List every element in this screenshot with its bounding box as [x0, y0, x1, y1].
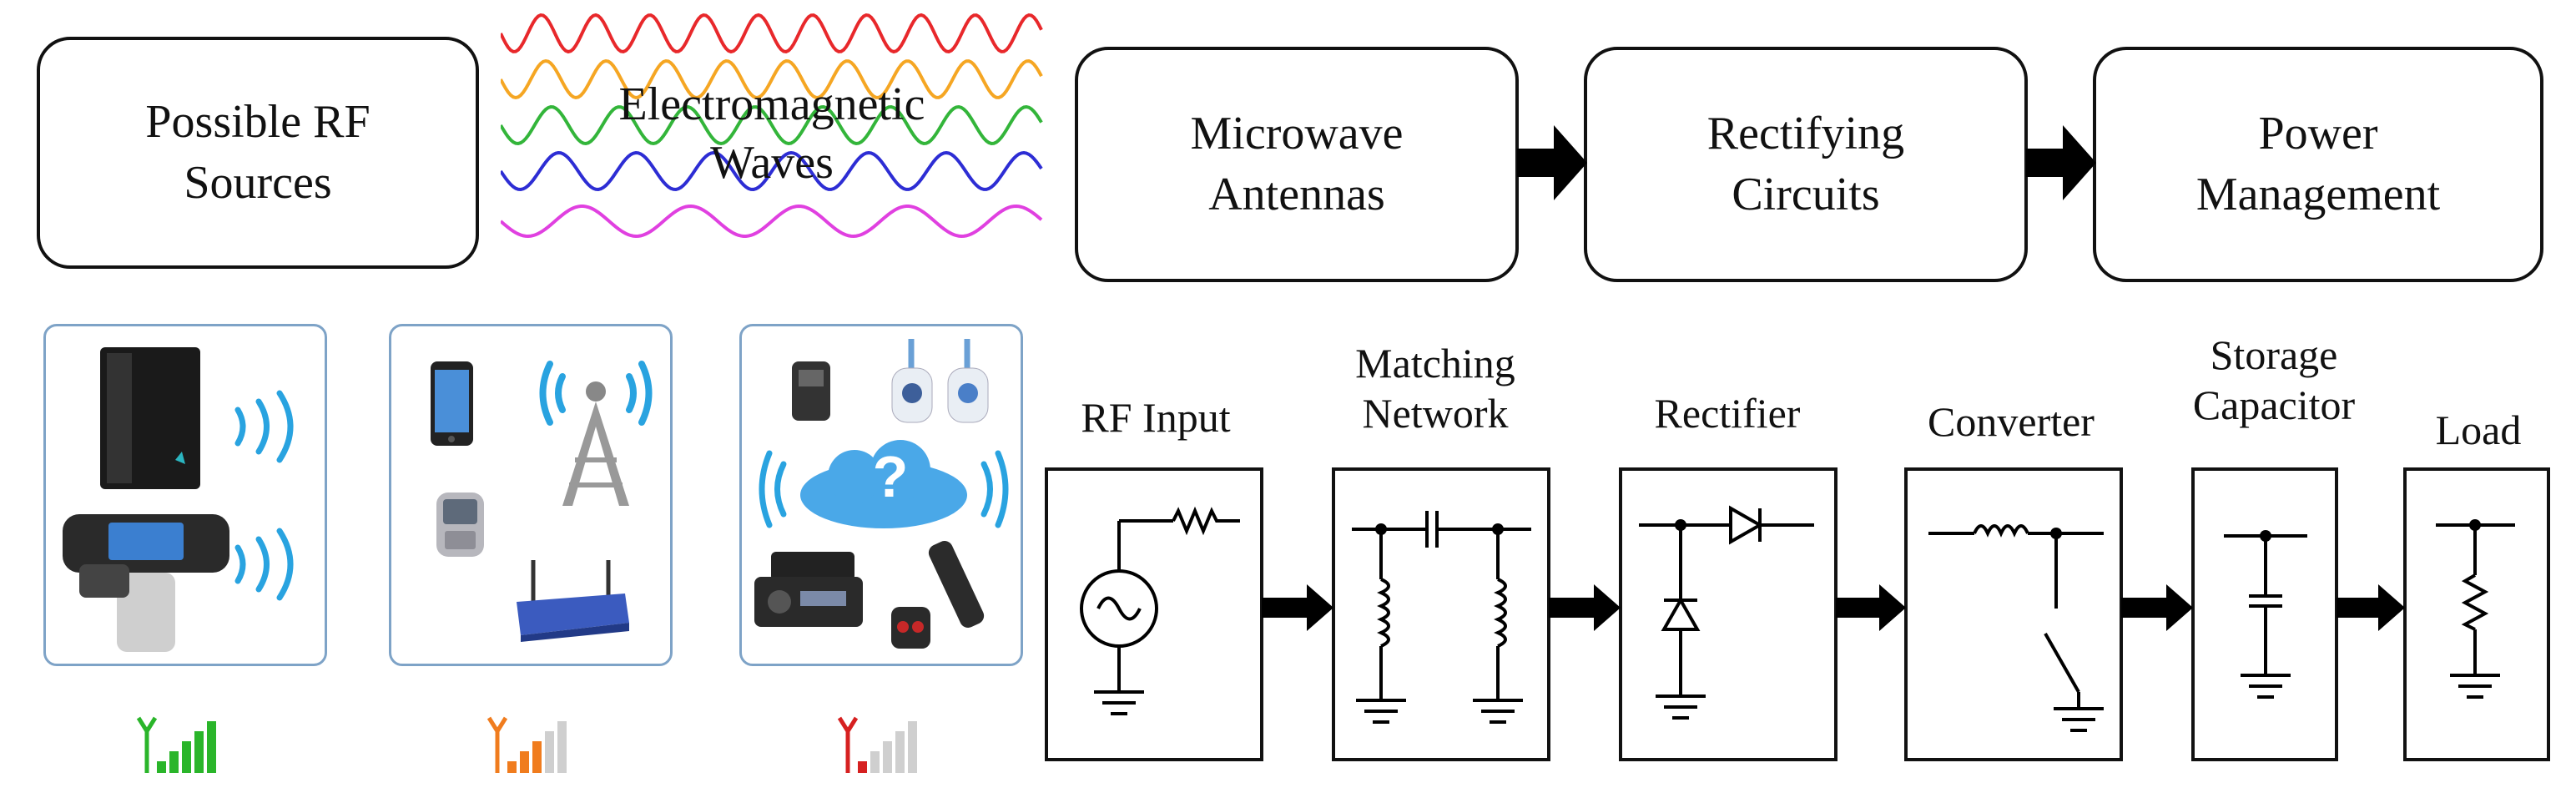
electromagnetic-waves-label: Electromagnetic Waves [501, 75, 1043, 192]
stage-4-line1: Storage [2210, 331, 2338, 378]
rf-reader-icon [100, 347, 200, 489]
cloud-unknown-icon [759, 440, 1009, 528]
load-circuit [2403, 467, 2550, 761]
source-panel-3: ? [739, 324, 1023, 666]
flow-1-line1: Rectifying [1706, 108, 1905, 160]
rectifier-circuit [1619, 467, 1837, 761]
power-management-box: Power Management [2093, 47, 2543, 282]
handheld-scanner-icon [63, 514, 229, 652]
signal-bar [520, 751, 529, 773]
signal-bar [182, 741, 191, 773]
flow-arrow-2 [2026, 125, 2096, 200]
flow-0-line2: Antennas [1208, 169, 1385, 220]
signal-strength-icon-3 [837, 716, 917, 773]
wave-green [501, 104, 1043, 146]
source-panel-1 [43, 324, 327, 666]
stage-label-matching-network: Matching Network [1327, 338, 1544, 438]
stage-arrow-5 [2337, 584, 2405, 631]
electromagnetic-waves-graphic [501, 13, 1043, 238]
stage-0-line1: RF Input [1081, 394, 1231, 441]
waves-line2: Waves [710, 137, 834, 189]
flow-2-line1: Power [2258, 108, 2378, 160]
flow-2-line2: Management [2195, 169, 2441, 220]
remote-icon [792, 361, 830, 421]
signal-bar [895, 731, 905, 773]
switch-icon [2044, 633, 2080, 693]
stage-label-storage-capacitor: Storage Capacitor [2149, 330, 2399, 430]
wave-magenta [501, 205, 1043, 238]
stage-3-line1: Converter [1928, 398, 2095, 445]
signal-bar [507, 761, 517, 773]
wifi-signal-icon [234, 528, 294, 601]
converter-circuit [1904, 467, 2123, 761]
wave-red [501, 13, 1043, 54]
signal-bar [870, 751, 880, 773]
signal-bar [207, 721, 216, 773]
flow-0-line1: Microwave [1190, 108, 1404, 160]
stage-2-line1: Rectifier [1654, 390, 1801, 437]
signal-strength-icon-2 [486, 716, 567, 773]
stage-arrow-2 [1549, 584, 1621, 631]
radio-icon [754, 552, 863, 627]
cloud-question-mark: ? [872, 444, 909, 509]
rectifying-circuits-box: Rectifying Circuits [1584, 47, 2028, 282]
storage-capacitor-circuit [2191, 467, 2338, 761]
signal-bar [157, 761, 166, 773]
stage-label-load: Load [2403, 405, 2553, 455]
signal-bar [908, 721, 917, 773]
signal-bar [169, 751, 179, 773]
rf-input-circuit [1045, 467, 1263, 761]
rf-sources-box: Possible RF Sources [37, 37, 479, 269]
signal-bar [557, 721, 567, 773]
resistor-icon [2461, 573, 2489, 631]
signal-bar [858, 761, 867, 773]
rf-sources-line1: Possible RF [145, 96, 371, 149]
wave-blue [501, 150, 1043, 191]
diode-icon [1729, 505, 1764, 545]
wave-orange [501, 58, 1043, 100]
flow-arrow-1 [1517, 125, 1587, 200]
stage-label-rectifier: Rectifier [1619, 388, 1836, 438]
router-icon [517, 560, 629, 642]
inductor-icon [1973, 524, 2029, 538]
stage-1-line1: Matching [1355, 340, 1515, 386]
signal-bar [194, 731, 204, 773]
baby-monitor-icon [891, 339, 989, 423]
stage-label-rf-input: RF Input [1047, 392, 1264, 442]
rf-sources-line2: Sources [184, 157, 332, 209]
matching-network-circuit [1332, 467, 1550, 761]
stage-label-converter: Converter [1903, 396, 2120, 447]
stage-arrow-3 [1836, 584, 1906, 631]
wifi-signal-icon [234, 390, 294, 463]
stage-arrow-4 [2121, 584, 2193, 631]
stage-arrow-1 [1262, 584, 1333, 631]
source-panel-2 [389, 324, 673, 666]
antenna-icon [486, 716, 508, 773]
signal-strength-icon-1 [136, 716, 216, 773]
waves-line1: Electromagnetic [618, 78, 925, 130]
microwave-antennas-box: Microwave Antennas [1075, 47, 1519, 282]
key-fob-icon [891, 607, 930, 649]
signal-bar [883, 741, 892, 773]
stage-5-line1: Load [2435, 407, 2522, 453]
diode-icon [1661, 596, 1701, 631]
signal-bar [545, 731, 554, 773]
phone-icon [436, 492, 484, 557]
signal-bar [532, 741, 542, 773]
smartphone-icon [431, 361, 473, 446]
stage-4-line2: Capacitor [2192, 381, 2356, 428]
cell-tower-icon [539, 361, 653, 506]
stage-1-line2: Network [1362, 390, 1509, 437]
antenna-icon [837, 716, 859, 773]
antenna-icon [136, 716, 158, 773]
flow-1-line2: Circuits [1732, 169, 1880, 220]
remote-icon [928, 541, 985, 628]
